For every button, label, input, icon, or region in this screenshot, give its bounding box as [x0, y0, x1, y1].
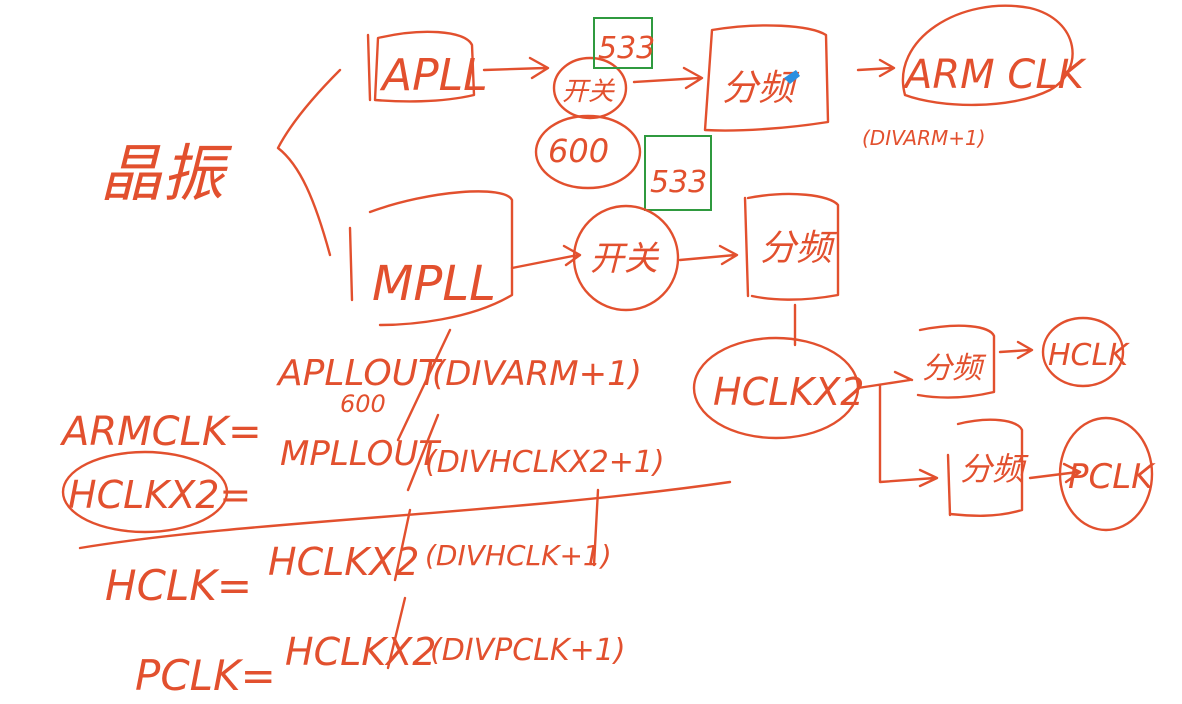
hclkx2-label: HCLKX2 [713, 370, 864, 414]
div-arm-label: 分频 [722, 68, 800, 109]
mux-mid-oval [572, 204, 680, 312]
arrow-div-armclk [856, 58, 896, 78]
div-hclk-box [916, 324, 996, 399]
hclk-label: HCLK [1048, 338, 1130, 373]
crystal-label: 晶振 [100, 137, 233, 210]
arrow-mpll-mux [510, 244, 582, 270]
freq-533-mid: 533 [650, 165, 707, 200]
formula-hclk-num: HCLKX2 [268, 540, 419, 584]
apll-label: APLL [379, 50, 488, 101]
div-hclkx2-box [746, 192, 840, 301]
formula-armclk-den: (DIVARM+1) [432, 354, 642, 394]
formula-separator [78, 480, 732, 550]
arrow-mux-div-top [632, 66, 704, 90]
div-pclk-label: 分频 [960, 450, 1029, 488]
branch-bracket [276, 68, 342, 257]
formula-hclkx2-den: (DIVHCLKX2+1) [425, 445, 665, 480]
highlight-533-mid [644, 135, 712, 211]
formula-pclk-num: HCLKX2 [285, 630, 436, 674]
div-hclkx2-label: 分频 [760, 228, 838, 269]
mpll-label: MPLL [372, 256, 496, 312]
formula-armclk-lhs: ARMCLK= [59, 409, 262, 455]
formula-hclk-den: (DIVHCLK+1) [425, 539, 612, 572]
pclk-label: PCLK [1068, 457, 1156, 497]
mux-top-oval [552, 56, 628, 120]
formula-pclk-den: (DIVPCLK+1) [430, 633, 626, 668]
freq-533-top: 533 [598, 31, 655, 66]
div-pclk-box [948, 418, 1024, 517]
formula-pclk-slash [386, 596, 407, 670]
formula-armclk-num-bottom: 600 [340, 390, 386, 418]
formula-hclkx2-num: MPLLOUT [280, 434, 441, 474]
armclk-oval [901, 4, 1074, 107]
formula-hclkx2-circle [61, 450, 229, 534]
pen-cursor-icon [784, 70, 800, 84]
div-hclk-label: 分频 [922, 351, 987, 386]
formula-hclkx2-slash [406, 413, 440, 492]
formula-hclkx2-lhs: HCLKX2= [68, 473, 251, 517]
arrow-div-hclk [998, 340, 1034, 360]
arrow-mux-div-mid [678, 244, 739, 266]
arrow-div-pclk [1028, 462, 1082, 484]
hclk-oval [1041, 316, 1125, 388]
formula-hclk-lhs: HCLK= [105, 561, 252, 610]
armclk-divisor-note: (DIVARM+1) [862, 126, 986, 150]
pclk-oval [1058, 416, 1154, 532]
branch-hclkx2 [856, 370, 939, 488]
mpll-box [368, 190, 514, 327]
freq-600-oval [534, 114, 642, 190]
formula-hclk-slash [393, 508, 412, 582]
arrow-apll-mux [482, 56, 550, 80]
mux-mid-label: 开关 [590, 239, 660, 279]
div-arm-box [703, 24, 830, 132]
highlight-533-top [593, 17, 653, 69]
apll-box [373, 30, 476, 103]
freq-600: 600 [548, 132, 609, 170]
formula-pclk-lhs: PCLK= [135, 651, 276, 700]
mux-top-label: 开关 [562, 77, 615, 107]
formula-armclk-num-top: APLLOUT [276, 353, 443, 394]
formula-armclk-slash [396, 328, 452, 442]
armclk-label: ARM CLK [902, 52, 1087, 98]
